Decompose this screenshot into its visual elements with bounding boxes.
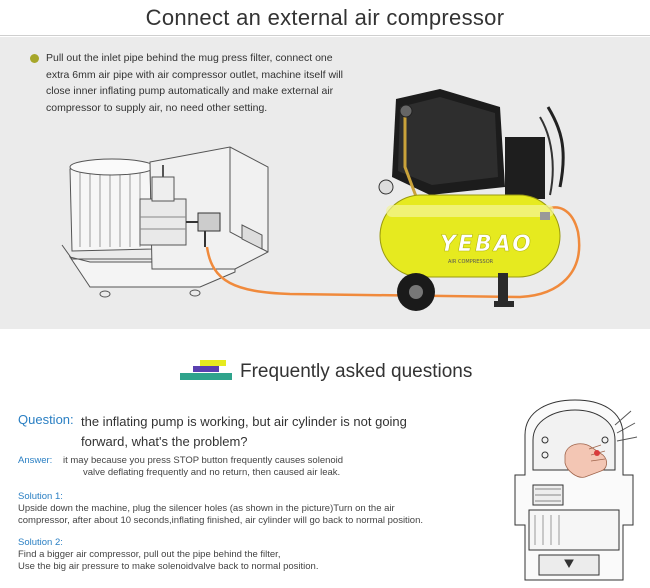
title-bar: Connect an external air compressor xyxy=(0,0,650,36)
mug-press-drawing xyxy=(61,146,269,298)
solution-1-text: Upside down the machine, plug the silenc… xyxy=(18,503,518,527)
solution-1-label: Solution 1: xyxy=(18,491,63,502)
solution-1-line-1: Upside down the machine, plug the silenc… xyxy=(18,503,395,514)
question-text: the inflating pump is working, but air c… xyxy=(81,414,407,449)
hand-icon xyxy=(564,443,607,478)
faq-heading: Frequently asked questions xyxy=(0,355,650,395)
solution-2-text: Find a bigger air compressor, pull out t… xyxy=(18,549,518,573)
faq-title: Frequently asked questions xyxy=(240,361,473,382)
page-title: Connect an external air compressor xyxy=(145,4,505,30)
compressor-brand: YEBAO xyxy=(440,232,533,257)
answer-line-2: valve deflating frequently and no return… xyxy=(83,467,341,478)
answer-text: it may because you press STOP button fre… xyxy=(63,455,413,479)
air-hose xyxy=(205,206,581,299)
question-label: Question: xyxy=(18,412,74,427)
stacked-bars-icon xyxy=(180,360,232,380)
intro-paragraph: Pull out the inlet pipe behind the mug p… xyxy=(46,52,344,114)
bullet-dot xyxy=(30,54,39,63)
solution-1-line-2: compressor, after about 10 seconds,infla… xyxy=(18,515,424,526)
compressor-sub-brand: AIR COMPRESSOR xyxy=(448,259,494,265)
solution-2-label: Solution 2: xyxy=(18,537,63,548)
upside-down-machine-drawing xyxy=(514,399,638,581)
solution-2-line-2: Use the big air pressure to make solenoi… xyxy=(18,561,319,572)
connection-illustration: YEBAO AIR COMPRESSOR xyxy=(61,89,581,311)
solution-2-line-1: Find a bigger air compressor, pull out t… xyxy=(18,549,281,560)
answer-line-1: it may because you press STOP button fre… xyxy=(63,455,344,466)
air-compressor-drawing: YEBAO AIR COMPRESSOR xyxy=(378,89,565,311)
answer-label: Answer: xyxy=(18,455,53,466)
